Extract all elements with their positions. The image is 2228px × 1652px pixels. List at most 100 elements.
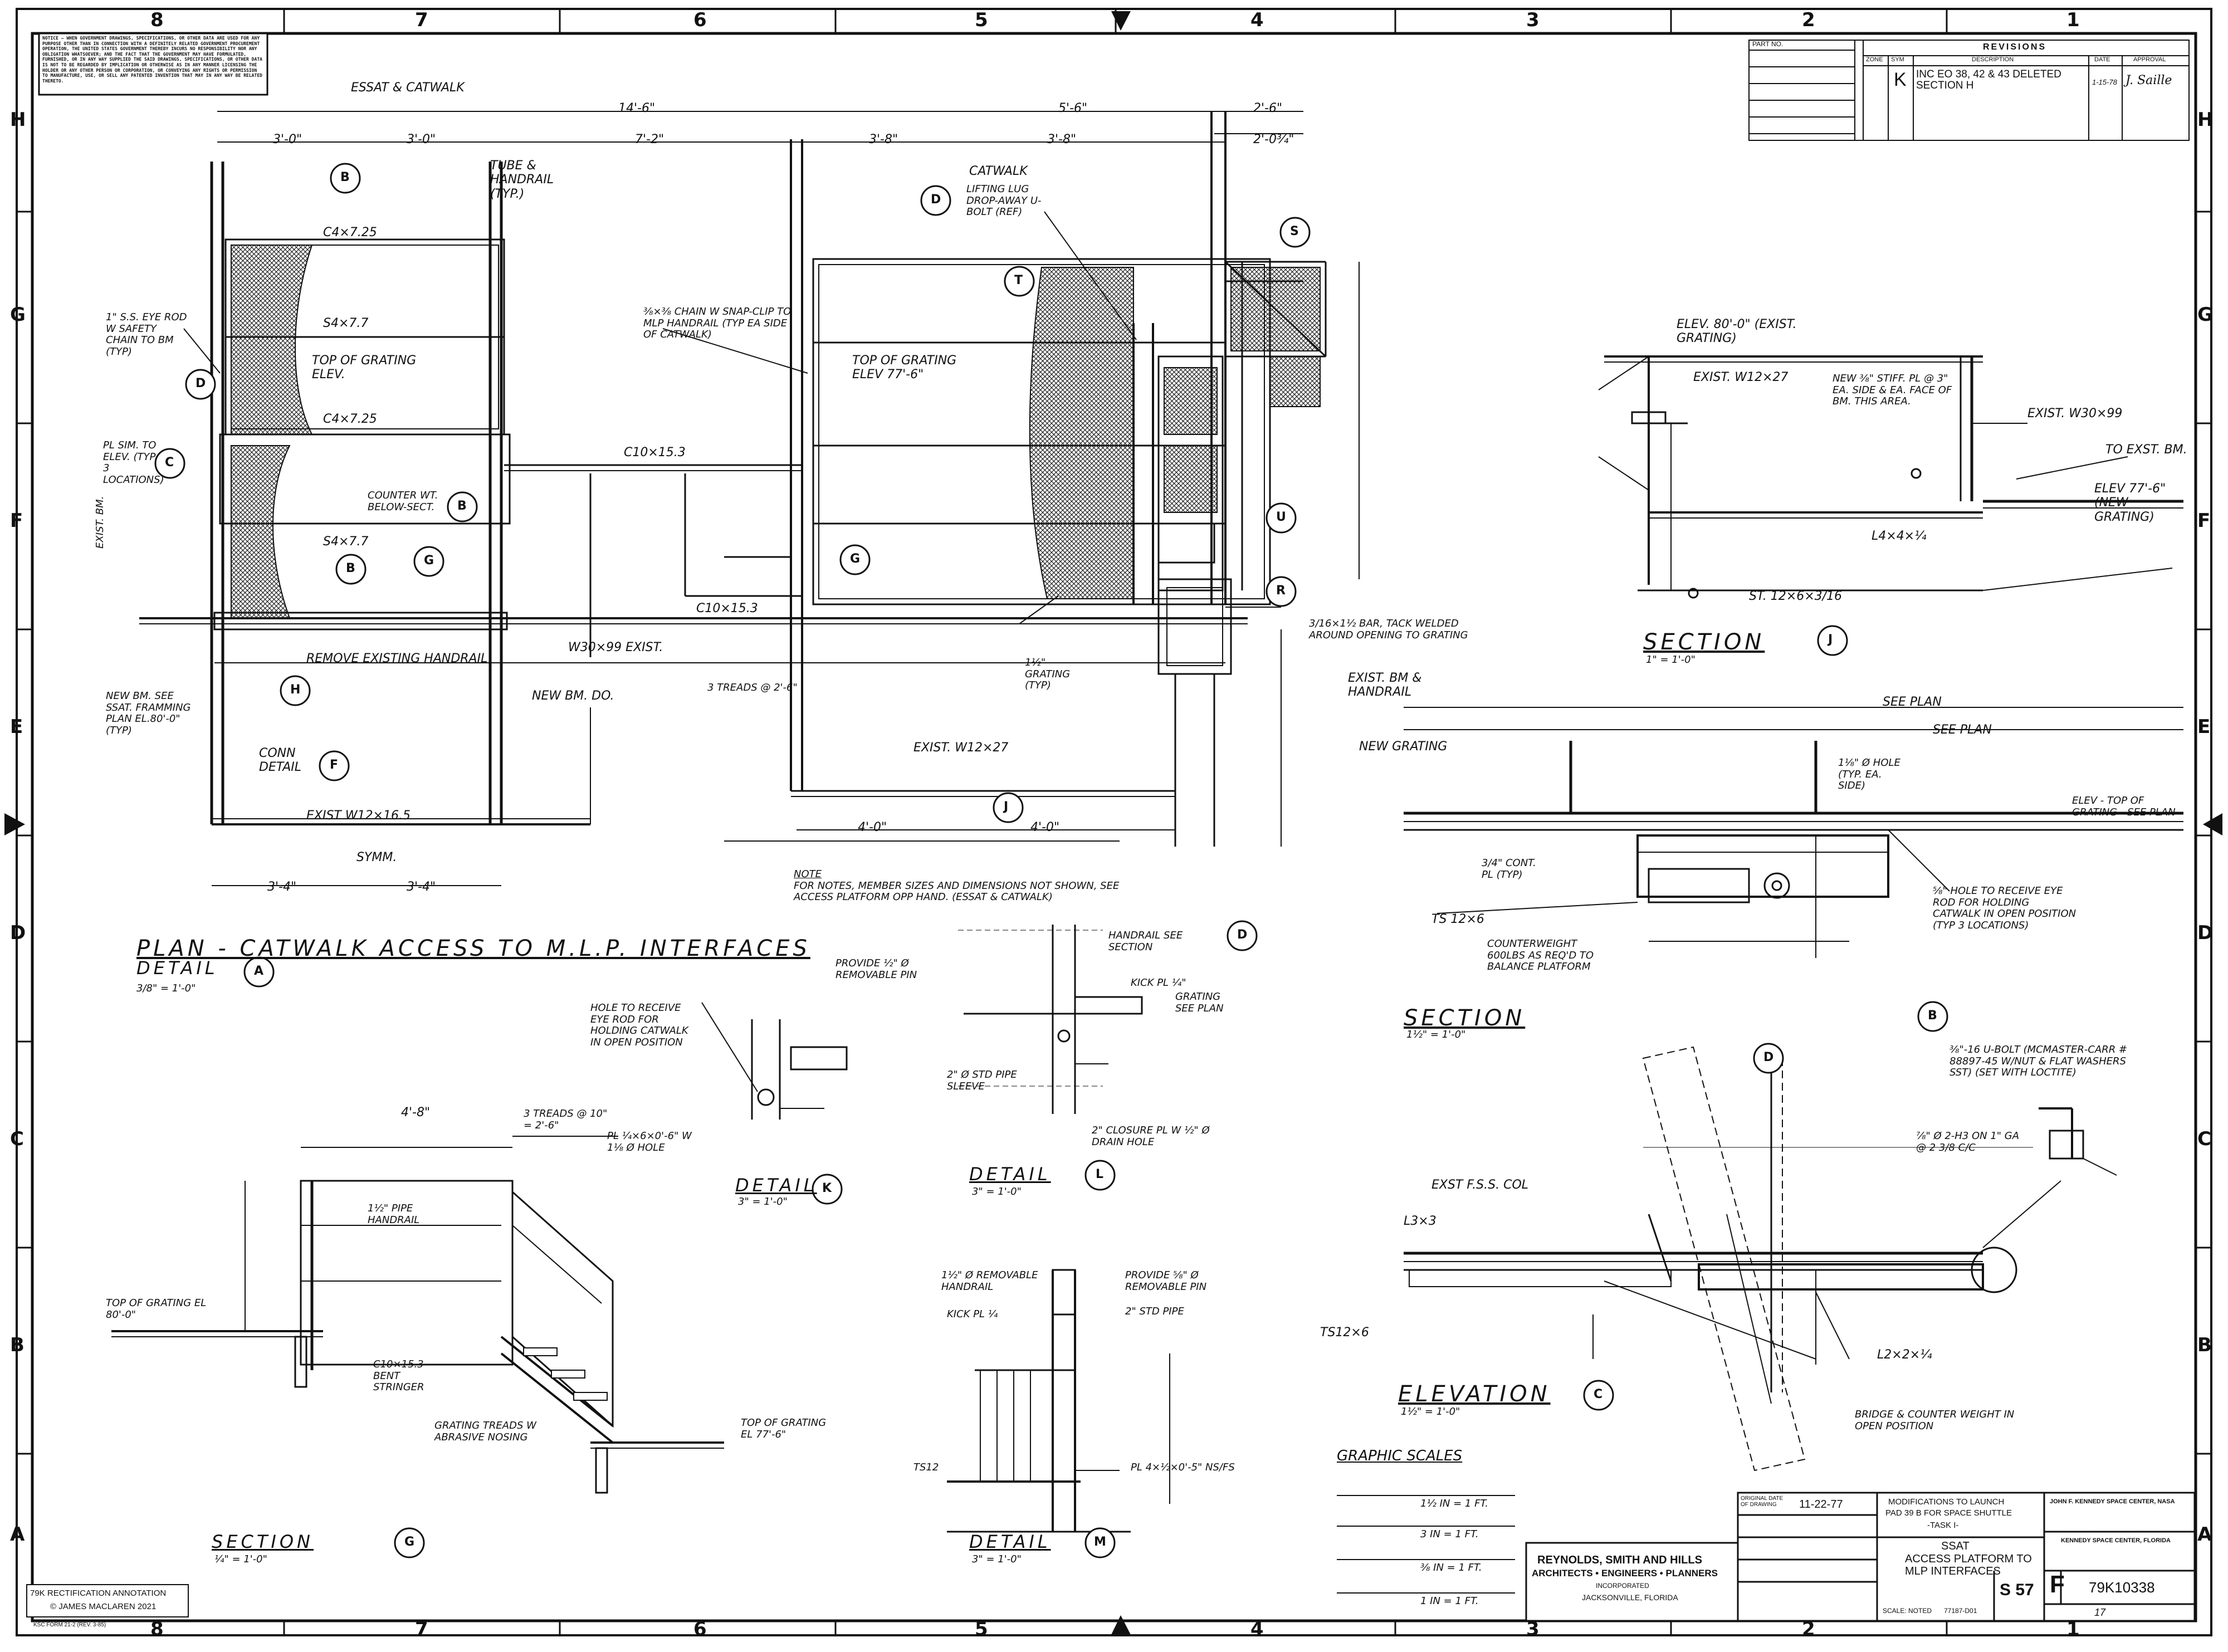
grating-typ-label: 1½" GRATING (TYP) xyxy=(1025,657,1071,692)
exist-w12-27-j: EXIST. W12×27 xyxy=(1693,370,1789,384)
rev-col-approval: APPROVAL xyxy=(2133,56,2166,63)
revisions-title: REVISIONS xyxy=(1983,42,2047,52)
zone-label-side: F xyxy=(10,510,23,532)
callout-c: C xyxy=(165,456,174,470)
see-plan-label-2: SEE PLAN xyxy=(1933,723,1992,737)
elevation-c-title: ELEVATION xyxy=(1398,1381,1551,1407)
detail-l-scale: 3" = 1'-0" xyxy=(972,1186,1022,1198)
callout-m: M xyxy=(1094,1535,1106,1549)
section-b-scale: 1½" = 1'-0" xyxy=(1406,1029,1466,1040)
callout-k: K xyxy=(822,1181,832,1195)
dim-3-4-a: 3'-4" xyxy=(267,880,297,894)
zone-label-bottom: 3 xyxy=(1526,1618,1540,1640)
agency-location: KENNEDY SPACE CENTER, FLORIDA xyxy=(2061,1537,2171,1544)
section-g-view xyxy=(111,1136,724,1494)
provide-pin-label: PROVIDE ½" Ø REMOVABLE PIN xyxy=(836,957,917,981)
treads-g-label: 3 TREADS @ 10" = 2'-6" xyxy=(524,1108,608,1131)
zone-label-bottom: 1 xyxy=(2066,1618,2080,1640)
pl-stiffener-label: PL 4×½×0'-5" NS/FS xyxy=(1131,1462,1235,1473)
section-j-title: SECTION xyxy=(1643,629,1765,655)
callout-h: H xyxy=(290,683,301,697)
zone-label-bottom: 7 xyxy=(415,1618,428,1640)
l3x3-label: L3×3 xyxy=(1404,1214,1437,1228)
top-center-arrow xyxy=(1111,11,1131,31)
detail-m-view xyxy=(947,1269,1170,1533)
zone-label-top: 5 xyxy=(975,9,988,31)
lifting-lug-label: LIFTING LUG DROP-AWAY U-BOLT (REF) xyxy=(966,183,1042,218)
holes-ga-label: ⅞" Ø 2-H3 ON 1" GA @ 2 3/8 C/C xyxy=(1916,1130,2020,1154)
zone-label-side: A xyxy=(10,1523,25,1546)
sheet-number: 17 xyxy=(2094,1607,2106,1618)
detail-m-title: DETAIL xyxy=(969,1531,1051,1552)
pipe-handrail-label: 1½" PIPE HANDRAIL xyxy=(368,1203,420,1226)
notice-box-frame xyxy=(38,32,268,96)
callout-a: A xyxy=(254,964,264,978)
zone-label-top: 4 xyxy=(1250,9,1264,31)
detail-l-view xyxy=(958,925,1143,1114)
note-block: NOTE FOR NOTES, MEMBER SIZES AND DIMENSI… xyxy=(794,868,1128,903)
detail-a-title: DETAIL xyxy=(136,957,218,979)
top-grating-77-label: TOP OF GRATING EL 77'-6" xyxy=(741,1417,827,1440)
part-no-label: PART NO. xyxy=(1752,40,1784,48)
callout-s: S xyxy=(1290,224,1299,238)
scale-2-label: 3 IN = 1 FT. xyxy=(1420,1528,1479,1540)
handrail-see-label: HANDRAIL SEE SECTION xyxy=(1108,930,1183,953)
bar-tack-label: 3/16×1½ BAR, TACK WELDED AROUND OPENING … xyxy=(1309,618,1468,641)
elev-top-grating-label: ELEV - TOP OF GRATING - SEE PLAN xyxy=(2072,795,2176,818)
w30-member-label: W30×99 EXIST. xyxy=(568,641,663,654)
safety-chain-label: 1" S.S. EYE ROD W SAFETY CHAIN TO BM (TY… xyxy=(106,311,187,358)
zone-label-side: G xyxy=(10,304,26,326)
callout-b3: B xyxy=(346,561,355,575)
graphic-scale-bars xyxy=(1337,1495,1515,1594)
dim-2-0-3-4: 2'-0¾" xyxy=(1253,133,1294,146)
original-date-label: ORIGINAL DATE OF DRAWING xyxy=(1741,1495,1784,1508)
drawing-title-2: ACCESS PLATFORM TO xyxy=(1905,1553,2032,1565)
detail-l-title: DETAIL xyxy=(969,1164,1051,1185)
rev-col-zone: ZONE xyxy=(1866,56,1883,63)
zone-label-bottom: 2 xyxy=(1802,1618,1815,1640)
new-stiffener-label: NEW ⅜" STIFF. PL @ 3" EA. SIDE & EA. FAC… xyxy=(1833,373,1952,408)
zone-label-side: C xyxy=(2197,1128,2211,1150)
zone-label-side: D xyxy=(10,922,26,944)
zone-label-bottom: 8 xyxy=(150,1618,164,1640)
s4-member-label: S4×7.7 xyxy=(323,316,369,330)
callout-b4: B xyxy=(1928,1009,1937,1023)
rectification-annotation: 79K RECTIFICATION ANNOTATION xyxy=(30,1589,167,1598)
to-exst-bm-label: TO EXST. BM. xyxy=(2105,443,2187,457)
bottom-center-arrow xyxy=(1111,1615,1131,1635)
kick-pl-m-label: KICK PL ¼ xyxy=(947,1308,998,1320)
provide-pin-m-label: PROVIDE ⅝" Ø REMOVABLE PIN xyxy=(1125,1269,1207,1293)
zone-label-side: H xyxy=(2197,109,2214,131)
c4-member-label: C4×7.25 xyxy=(323,226,377,240)
essat-catwalk-label: ESSAT & CATWALK xyxy=(351,81,465,95)
callout-b2: B xyxy=(457,499,467,513)
ts12-6-label: TS 12×6 xyxy=(1431,912,1484,926)
callout-c2: C xyxy=(1594,1387,1603,1401)
rev-col-date: DATE xyxy=(2094,56,2110,63)
section-b-view xyxy=(1404,707,2183,958)
new-beam-do-label: NEW BM. DO. xyxy=(532,689,614,703)
hole-typ-label: 1⅛" Ø HOLE (TYP. EA. SIDE) xyxy=(1838,757,1900,792)
project-line-2: PAD 39 B FOR SPACE SHUTTLE xyxy=(1885,1508,2012,1518)
annotation-box-frame xyxy=(26,1584,189,1617)
firm-disciplines: ARCHITECTS • ENGINEERS • PLANNERS xyxy=(1532,1568,1718,1578)
detail-k-title: DETAIL xyxy=(735,1175,817,1196)
callout-f: F xyxy=(330,758,339,772)
zone-label-side: A xyxy=(2197,1523,2212,1546)
pipe-sleeve-label: 2" Ø STD PIPE SLEEVE xyxy=(947,1069,1017,1092)
exist-bm-label: EXIST. BM. xyxy=(94,496,106,549)
zone-label-bottom: 6 xyxy=(693,1618,707,1640)
drawing-number: 79K10338 xyxy=(2089,1579,2155,1596)
revisions-table-frame xyxy=(1748,40,2190,141)
exist-w12-label: EXIST W12×16.5 xyxy=(306,809,411,823)
top-of-grating-label: TOP OF GRATING ELEV. xyxy=(312,354,417,382)
sheet-label: S 57 xyxy=(2000,1581,2034,1599)
stair-treads xyxy=(523,1347,608,1401)
detail-k-hole-label: HOLE TO RECEIVE EYE ROD FOR HOLDING CATW… xyxy=(590,1002,688,1049)
callout-t: T xyxy=(1014,273,1023,287)
new-grating-label: NEW GRATING xyxy=(1359,740,1448,754)
zone-label-top: 8 xyxy=(150,9,164,31)
zone-label-side: F xyxy=(2197,510,2211,532)
callout-b: B xyxy=(340,170,350,184)
